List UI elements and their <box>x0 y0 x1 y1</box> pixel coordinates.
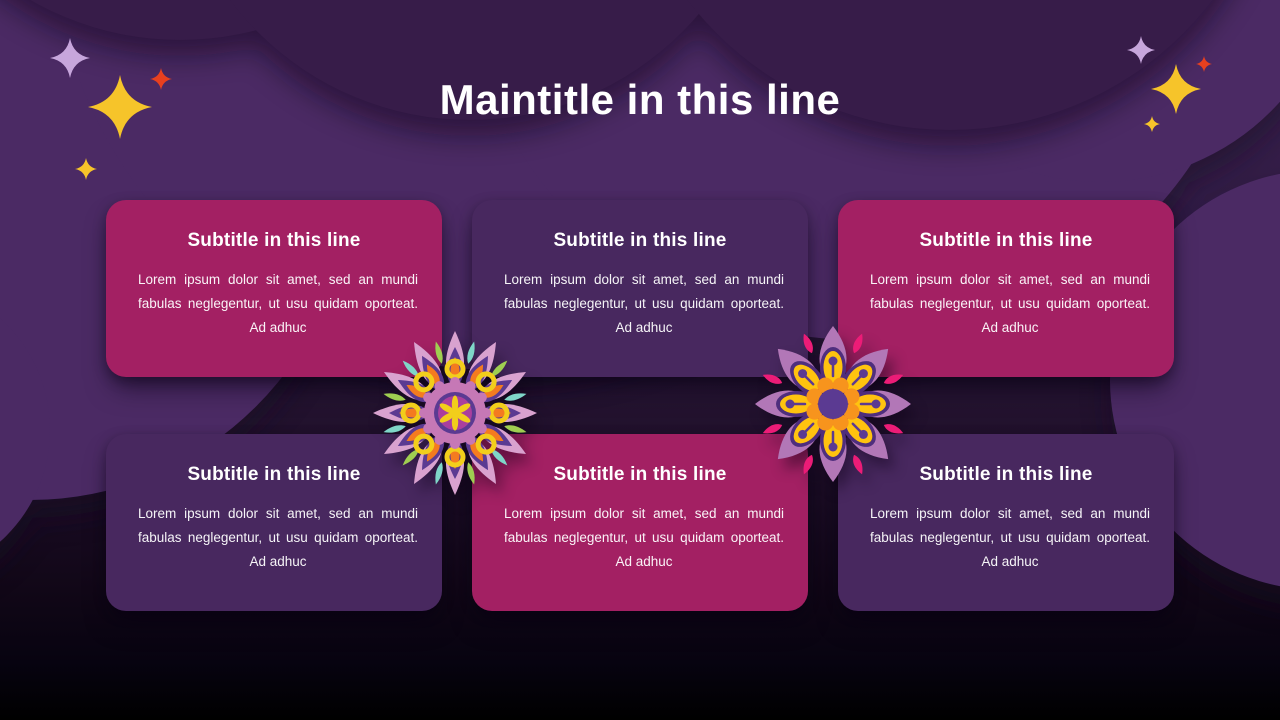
festoon-layer <box>5 0 1224 146</box>
cards-grid: Subtitle in this line Lorem ipsum dolor … <box>106 200 1174 611</box>
card-subtitle: Subtitle in this line <box>553 464 727 485</box>
card-5: Subtitle in this line Lorem ipsum dolor … <box>472 434 808 611</box>
card-body-text: Lorem ipsum dolor sit amet, sed an mundi… <box>138 272 418 335</box>
left-rangoli-flower-icon <box>373 331 537 495</box>
card-3: Subtitle in this line Lorem ipsum dolor … <box>838 200 1174 377</box>
card-body-text: Lorem ipsum dolor sit amet, sed an mundi… <box>504 272 784 335</box>
card-6: Subtitle in this line Lorem ipsum dolor … <box>838 434 1174 611</box>
card-body-text: Lorem ipsum dolor sit amet, sed an mundi… <box>870 272 1150 335</box>
slide-title: Maintitle in this line <box>439 76 841 123</box>
lavender-sparkle-icon <box>50 38 90 78</box>
card-subtitle: Subtitle in this line <box>187 230 361 251</box>
card-body-text: Lorem ipsum dolor sit amet, sed an mundi… <box>870 506 1150 569</box>
card-subtitle: Subtitle in this line <box>187 464 361 485</box>
small-yellow-sparkle-icon <box>75 158 97 180</box>
card-4: Subtitle in this line Lorem ipsum dolor … <box>106 434 442 611</box>
lavender-sparkle-icon <box>1127 36 1155 64</box>
card-body-text: Lorem ipsum dolor sit amet, sed an mundi… <box>504 506 784 569</box>
card-subtitle: Subtitle in this line <box>919 464 1093 485</box>
card-2: Subtitle in this line Lorem ipsum dolor … <box>472 200 808 377</box>
card-1: Subtitle in this line Lorem ipsum dolor … <box>106 200 442 377</box>
card-subtitle: Subtitle in this line <box>919 230 1093 251</box>
right-rangoli-flower-icon <box>755 326 911 482</box>
card-subtitle: Subtitle in this line <box>553 230 727 251</box>
card-body-text: Lorem ipsum dolor sit amet, sed an mundi… <box>138 506 418 569</box>
